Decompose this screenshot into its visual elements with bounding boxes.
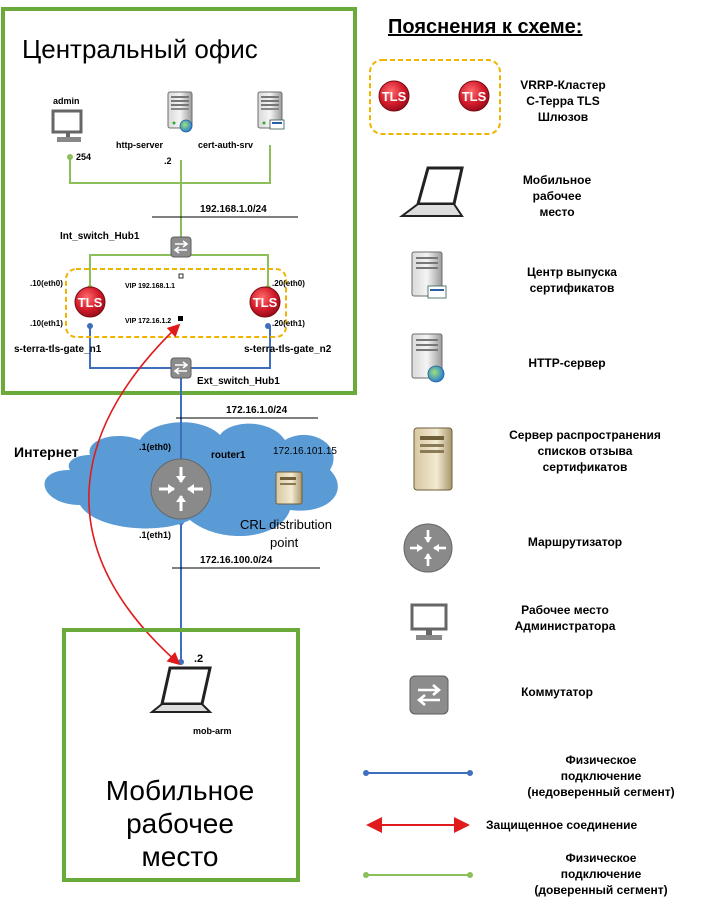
gw1-eth1-label: .10(eth1) <box>30 319 63 328</box>
ext-subnet-label: 172.16.1.0/24 <box>226 405 288 416</box>
tls-gateway-2-icon[interactable] <box>249 286 281 318</box>
lan-subnet-label: 192.168.1.0/24 <box>200 204 267 215</box>
legend-item-10-line-1: подключение <box>561 867 642 881</box>
legend-item-6-line-0: Рабочее место <box>521 603 609 617</box>
legend-item-5-line-0: Маршрутизатор <box>528 535 622 549</box>
vip-internal-label: VIP 192.168.1.1 <box>125 283 175 290</box>
router-eth1-label: .1(eth1) <box>139 530 171 540</box>
http-server-icon[interactable] <box>167 91 193 133</box>
legend-tls-icon-2 <box>458 80 490 112</box>
mobile-laptop-icon[interactable] <box>149 666 213 713</box>
legend-crl-server-icon <box>413 427 453 491</box>
central-office-frame <box>1 7 357 395</box>
gw1-eth0-label: .10(eth0) <box>30 279 63 288</box>
internet-title: Интернет <box>14 444 79 460</box>
secure-connection-arc <box>88 323 181 666</box>
legend-untrusted-link-icon <box>363 770 473 776</box>
gw2-eth1-label: .20(eth1) <box>272 319 305 328</box>
cert-auth-label: cert-auth-srv <box>198 140 253 150</box>
mobile-office-frame <box>62 628 300 882</box>
legend-item-1-line-2: место <box>539 205 574 219</box>
legend-workstation-icon <box>410 603 448 640</box>
ext-switch-icon[interactable] <box>170 357 192 379</box>
legend-title: Пояснения к схеме: <box>388 16 582 38</box>
crl-label-line1: CRL distribution <box>240 517 332 532</box>
legend-router-icon <box>403 523 453 573</box>
router-icon[interactable] <box>150 458 212 520</box>
legend-item-10-line-2: (доверенный сегмент) <box>534 883 667 897</box>
legend-trusted-link-icon <box>363 872 473 878</box>
legend-item-1-line-0: Мобильное <box>523 173 592 187</box>
legend-item-3-line-0: HTTP-сервер <box>528 356 605 370</box>
legend-item-7-line-0: Коммутатор <box>521 685 593 699</box>
legend-item-2-line-0: Центр выпуска <box>527 265 617 279</box>
int-switch-label: Int_switch_Hub1 <box>60 231 140 242</box>
router-eth0-label: .1(eth0) <box>139 442 171 452</box>
legend-item-8-line-2: (недоверенный сегмент) <box>527 785 674 799</box>
admin-label: admin <box>53 96 80 106</box>
mobile-host-label: mob-arm <box>193 726 232 736</box>
gw2-eth0-label: .20(eth0) <box>272 279 305 288</box>
crl-label-line2: point <box>270 535 299 550</box>
legend-item-9-line-0: Защищенное соединение <box>486 818 638 832</box>
legend-laptop-icon <box>399 166 464 217</box>
crl-ip-label: 172.16.101.15 <box>273 446 337 457</box>
legend-item-0-line-0: VRRP-Кластер <box>520 78 606 92</box>
int-switch-icon[interactable] <box>170 236 192 258</box>
tls-gateway-1-icon[interactable] <box>74 286 106 318</box>
legend-item-4-line-2: сертификатов <box>543 460 628 474</box>
legend-item-2-line-1: сертификатов <box>530 281 615 295</box>
mobile-title-line1: Мобильное <box>106 775 254 806</box>
gw1-label: s-terra-tls-gate_n1 <box>14 344 102 355</box>
crl-server-icon[interactable] <box>275 471 303 505</box>
legend-tls-icon-1 <box>378 80 410 112</box>
legend-item-0-line-2: Шлюзов <box>538 110 588 124</box>
legend-item-4-line-0: Сервер распространения <box>509 428 661 442</box>
legend-item-0-line-1: С-Терра TLS <box>526 94 599 108</box>
cert-auth-server-icon[interactable] <box>257 91 285 130</box>
legend-item-8-line-0: Физическое <box>566 753 637 767</box>
vip-external-label: VIP 172.16.1.2 <box>125 318 171 325</box>
legend-item-8-line-1: подключение <box>561 769 642 783</box>
central-office-title: Центральный офис <box>22 34 258 64</box>
mobile-ip-label: .2 <box>194 653 203 665</box>
http-server-ip: .2 <box>164 156 172 166</box>
router-label: router1 <box>211 450 246 461</box>
legend-item-6-line-1: Администратора <box>515 619 616 633</box>
legend-item-4-line-1: списков отзыва <box>538 444 633 458</box>
legend-item-1-line-1: рабочее <box>533 189 582 203</box>
gw2-label: s-terra-tls-gate_n2 <box>244 344 332 355</box>
http-server-label: http-server <box>116 140 164 150</box>
legend-certificate-server-icon <box>411 251 447 299</box>
legend-switch-icon <box>409 675 449 715</box>
mobile-subnet-label: 172.16.100.0/24 <box>200 555 273 566</box>
ext-switch-label: Ext_switch_Hub1 <box>197 376 280 387</box>
admin-ip: 254 <box>76 152 91 162</box>
legend-item-10-line-0: Физическое <box>566 851 637 865</box>
mobile-title-line3: место <box>142 841 219 872</box>
admin-workstation-icon[interactable] <box>51 109 83 142</box>
legend-http-server-icon <box>411 333 445 383</box>
mobile-title-line2: рабочее <box>126 808 234 839</box>
